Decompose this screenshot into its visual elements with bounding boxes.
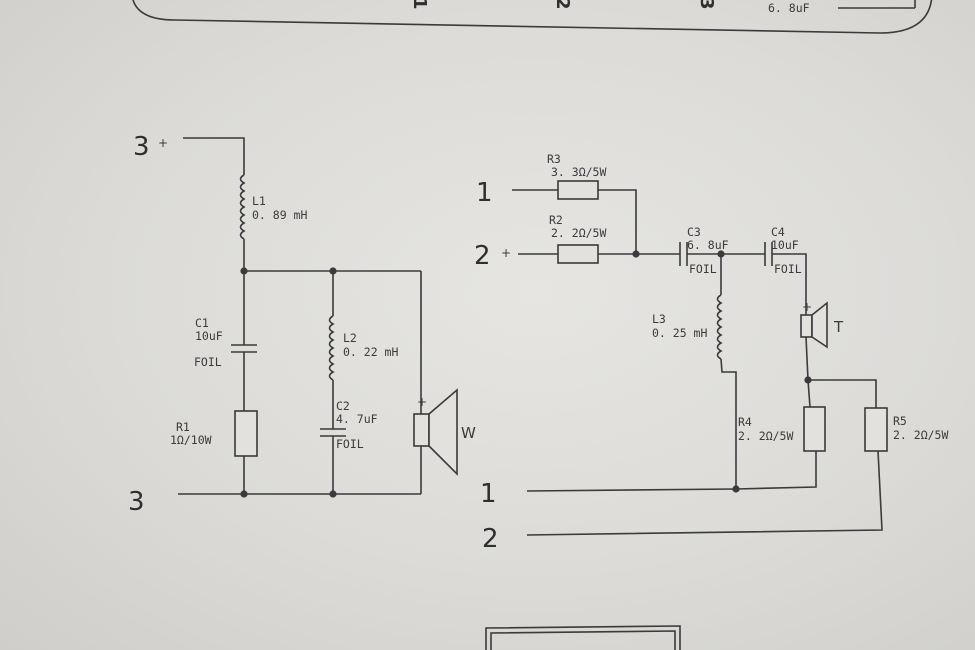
wire <box>805 336 809 381</box>
inductor-l2 <box>328 315 335 381</box>
r3-ref: R3 <box>547 152 561 166</box>
woofer-feed-wire <box>183 137 245 175</box>
c4-type: FOIL <box>774 262 802 276</box>
r2-ref: R2 <box>549 213 563 227</box>
r2-value: 2. 2Ω/5W <box>551 226 606 240</box>
resistor-r2 <box>557 244 599 264</box>
c4-ref: C4 <box>771 225 785 239</box>
tweeter-input-2-number: 2 <box>474 241 491 271</box>
tweeter-speaker-magnet <box>800 314 813 338</box>
l1-ref: L1 <box>252 194 266 208</box>
top-pin-2: 2 <box>552 0 573 10</box>
resistor-r5 <box>864 407 888 452</box>
top-strip-outline <box>132 0 933 34</box>
bottom-box-outline <box>485 625 681 650</box>
r4-ref: R4 <box>738 415 752 429</box>
tweeter-label: T <box>833 318 844 336</box>
wire <box>808 379 877 408</box>
tweeter-section: 1 R3 3. 3Ω/5W 2 + R2 2. 2Ω/5W C3 6. 8uF … <box>474 152 948 554</box>
wire <box>720 358 737 489</box>
bottom-box-outline <box>490 630 676 650</box>
c4-value: 10uF <box>771 238 799 252</box>
l2-ref: L2 <box>343 331 357 345</box>
resistor-r4 <box>803 406 826 452</box>
woofer-plus-mark: + <box>417 395 427 409</box>
r1-value: 1Ω/10W <box>170 433 212 447</box>
c1-value: 10uF <box>195 329 223 343</box>
wire <box>598 189 637 254</box>
tweeter-input-1-number: 1 <box>476 178 493 208</box>
resistor-r3 <box>557 180 599 200</box>
c1-type: FOIL <box>194 355 222 369</box>
c3-value: 6. 8uF <box>687 238 729 252</box>
c3-ref: C3 <box>687 225 701 239</box>
woofer-section: 3 + L1 0. 89 mH C1 10uF FOIL R1 1Ω/10W L… <box>128 132 476 517</box>
woofer-input-minus-number: 3 <box>128 487 145 517</box>
woofer-speaker-cone <box>428 388 458 476</box>
woofer-label: W <box>461 424 476 442</box>
c1-ref: C1 <box>195 316 209 330</box>
l2-value: 0. 22 mH <box>343 345 398 359</box>
junction-dot <box>632 250 640 258</box>
l3-value: 0. 25 mH <box>652 326 707 340</box>
wire <box>526 450 883 536</box>
l3-ref: L3 <box>652 312 666 326</box>
c2-type: FOIL <box>336 437 364 451</box>
woofer-speaker-magnet <box>413 413 430 447</box>
wire <box>735 451 817 490</box>
c2-ref: C2 <box>336 399 350 413</box>
junction-dot <box>329 490 337 498</box>
r5-ref: R5 <box>893 414 907 428</box>
tweeter-speaker-cone <box>811 301 828 349</box>
inductor-l3 <box>716 294 723 360</box>
tweeter-output-2-number: 2 <box>482 524 499 554</box>
top-pin-1: 1 <box>409 0 430 10</box>
r5-value: 2. 2Ω/5W <box>893 428 948 442</box>
r1-ref: R1 <box>176 420 190 434</box>
inductor-l1 <box>239 174 246 240</box>
tweeter-input-2-sign: + <box>501 246 511 260</box>
r4-value: 2. 2Ω/5W <box>738 429 793 443</box>
tweeter-plus-mark: + <box>802 300 812 314</box>
top-strip-value: 6. 8uF <box>768 1 810 15</box>
woofer-input-plus-number: 3 <box>133 132 150 162</box>
junction-dot <box>732 485 740 493</box>
r3-value: 3. 3Ω/5W <box>551 165 606 179</box>
wire <box>526 488 737 492</box>
wire <box>772 253 807 315</box>
resistor-r1 <box>234 410 258 457</box>
c2-value: 4. 7uF <box>336 412 378 426</box>
l1-value: 0. 89 mH <box>252 208 307 222</box>
tweeter-output-1-number: 1 <box>480 479 497 509</box>
top-strip: 1 2 3 6. 8uF <box>132 0 933 34</box>
woofer-input-plus-sign: + <box>158 136 168 150</box>
wire <box>807 379 811 408</box>
top-pin-3: 3 <box>696 0 717 10</box>
c3-type: FOIL <box>689 262 717 276</box>
junction-dot <box>240 490 248 498</box>
